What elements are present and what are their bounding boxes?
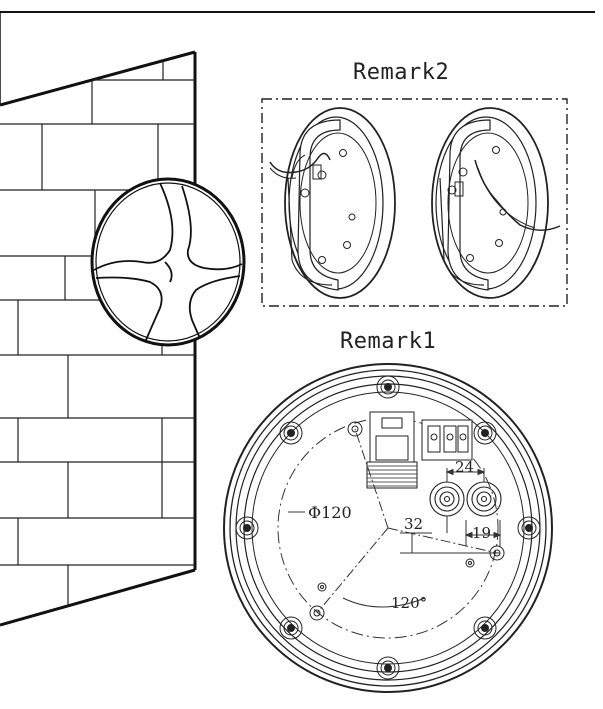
wall-lamp <box>90 177 246 347</box>
diameter-label: Φ120 <box>308 503 352 522</box>
mount-plate-right <box>431 107 561 299</box>
dim-24-label: 24 <box>455 458 475 476</box>
dim-19-label: 19 <box>472 524 492 542</box>
wire-connector <box>421 419 473 461</box>
cable-glands <box>429 481 502 517</box>
remark1-label: Remark1 <box>340 329 437 354</box>
dimension-lines <box>288 428 502 614</box>
terminal-block <box>366 411 418 489</box>
dim-32-label: 32 <box>404 515 424 533</box>
outer-bosses <box>235 375 541 680</box>
mount-plate-left <box>269 107 396 299</box>
remark2-panel <box>261 98 568 307</box>
angle-120-label: 120° <box>391 594 428 612</box>
remark2-label: Remark2 <box>353 60 450 85</box>
